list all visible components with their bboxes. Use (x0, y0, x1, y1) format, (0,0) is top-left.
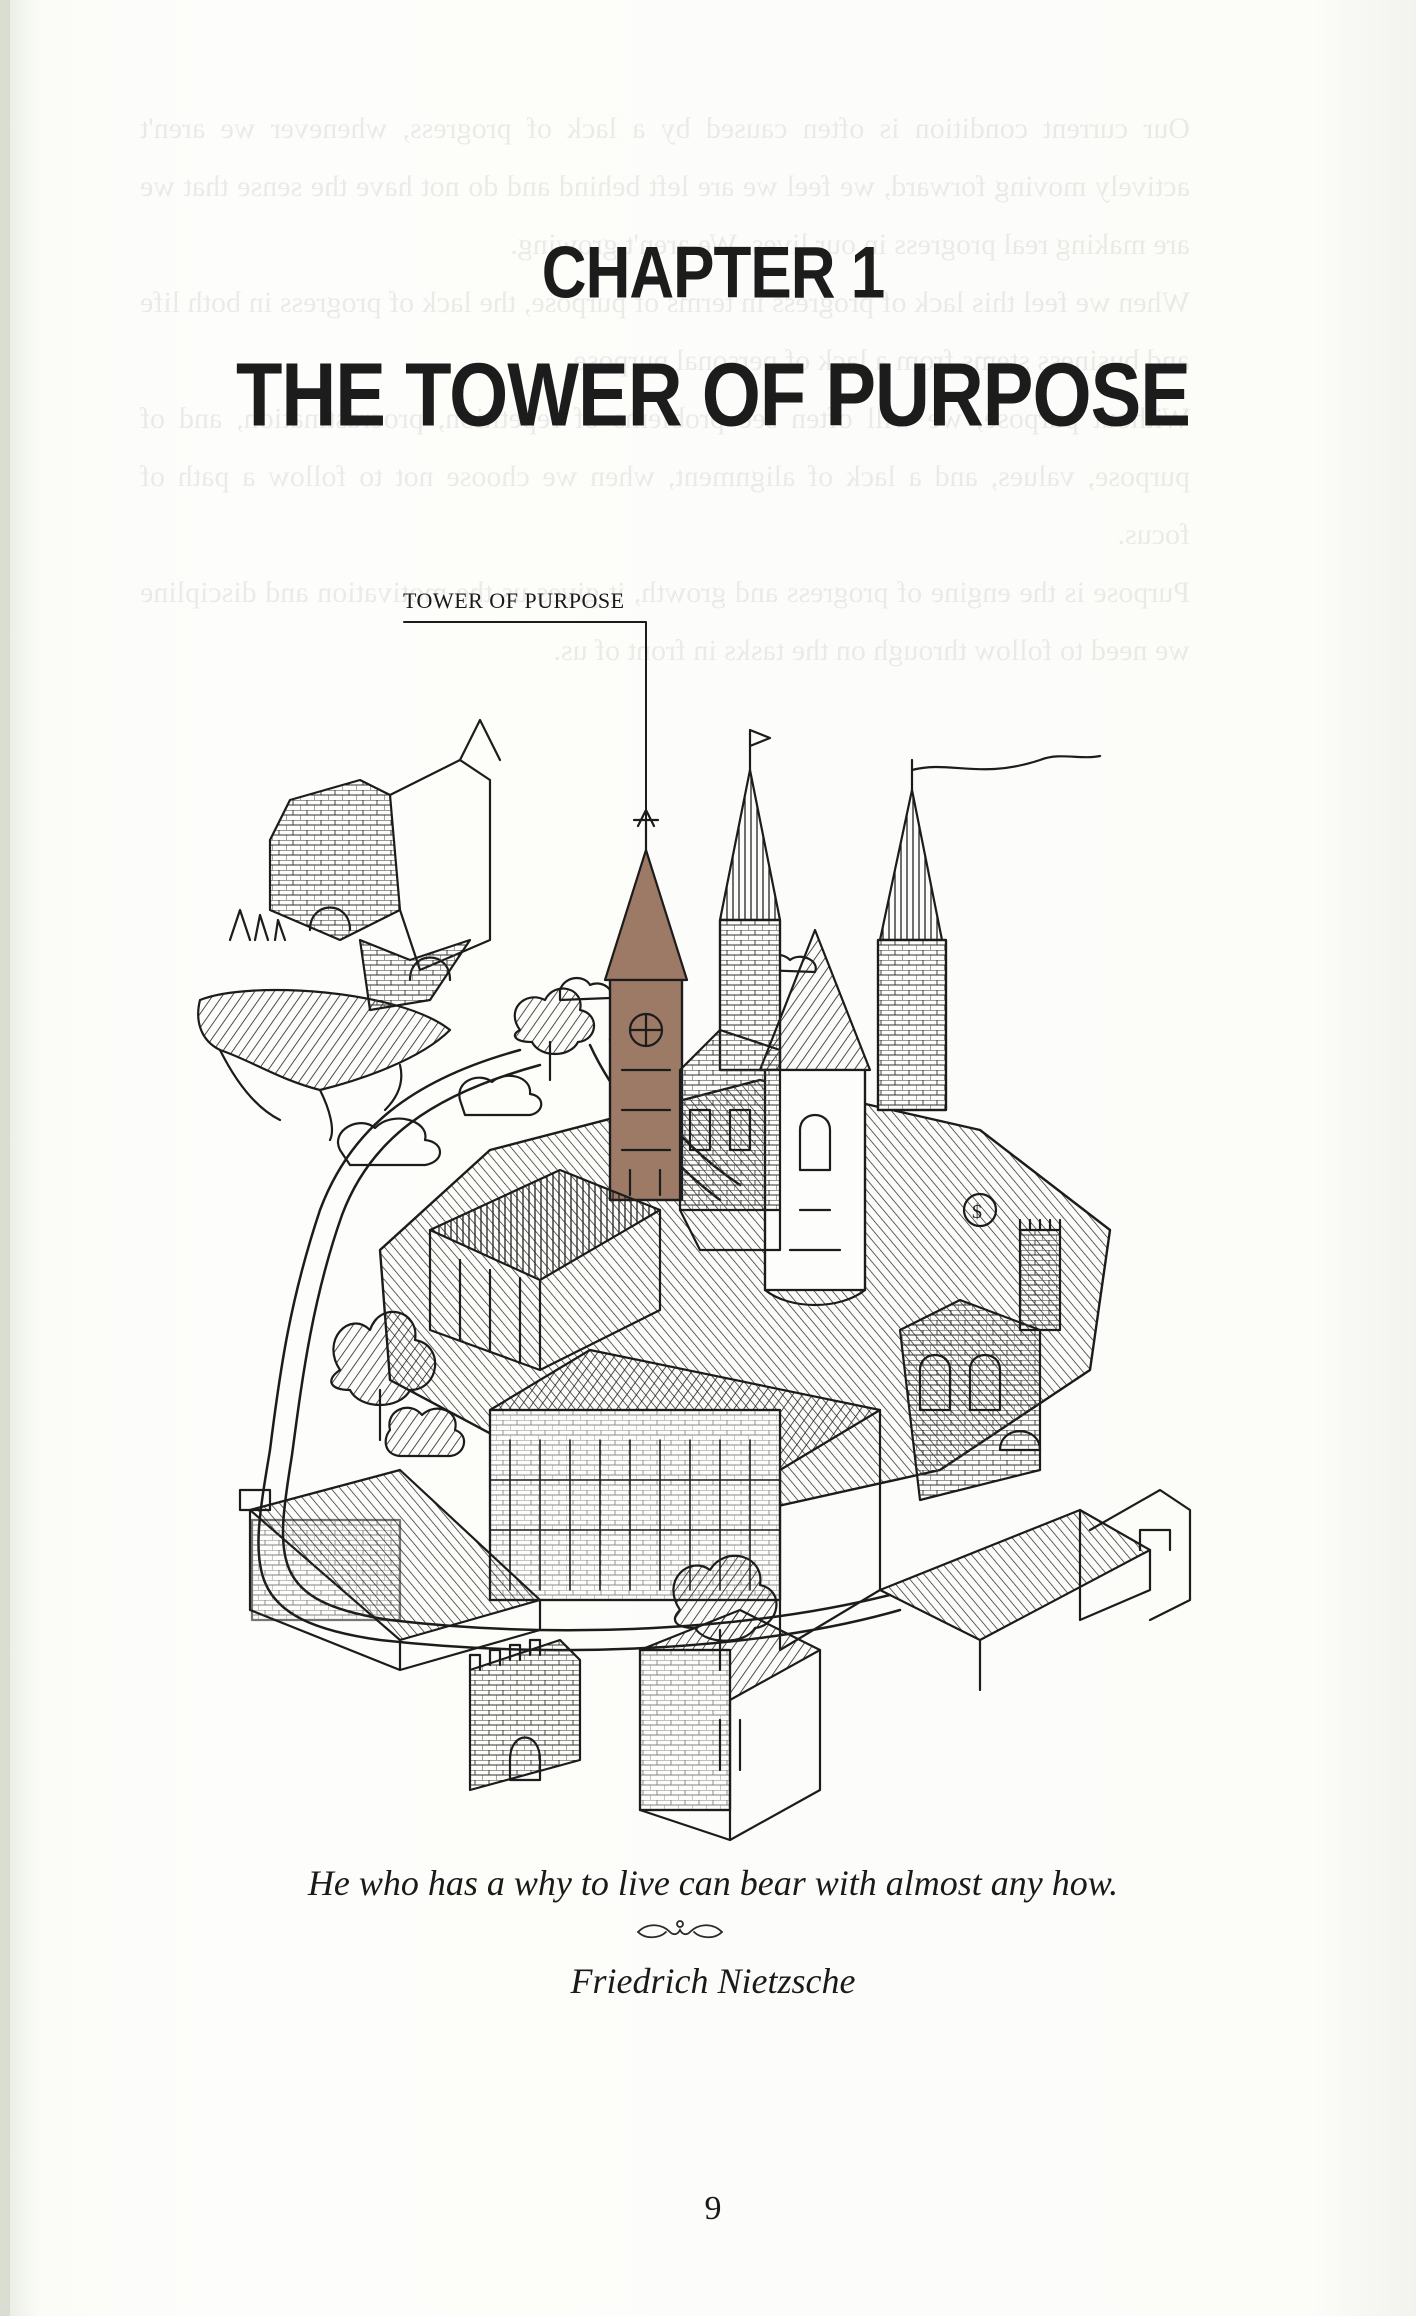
epigraph-author: Friedrich Nietzsche (570, 1961, 856, 2001)
epigraph-quote: He who has a why to live can bear with a… (307, 1863, 1119, 1903)
flourish-ornament (637, 1920, 723, 1939)
svg-text:$: $ (972, 1201, 982, 1223)
callout-label: TOWER OF PURPOSE (403, 588, 625, 613)
chapter-number: CHAPTER 1 (541, 232, 885, 315)
book-page: Our current condition is often caused by… (10, 0, 1416, 2316)
chapter-title: THE TOWER OF PURPOSE (235, 345, 1191, 446)
page-number: 9 (704, 2190, 722, 2227)
castle-illustration: $ (197, 621, 1192, 1842)
